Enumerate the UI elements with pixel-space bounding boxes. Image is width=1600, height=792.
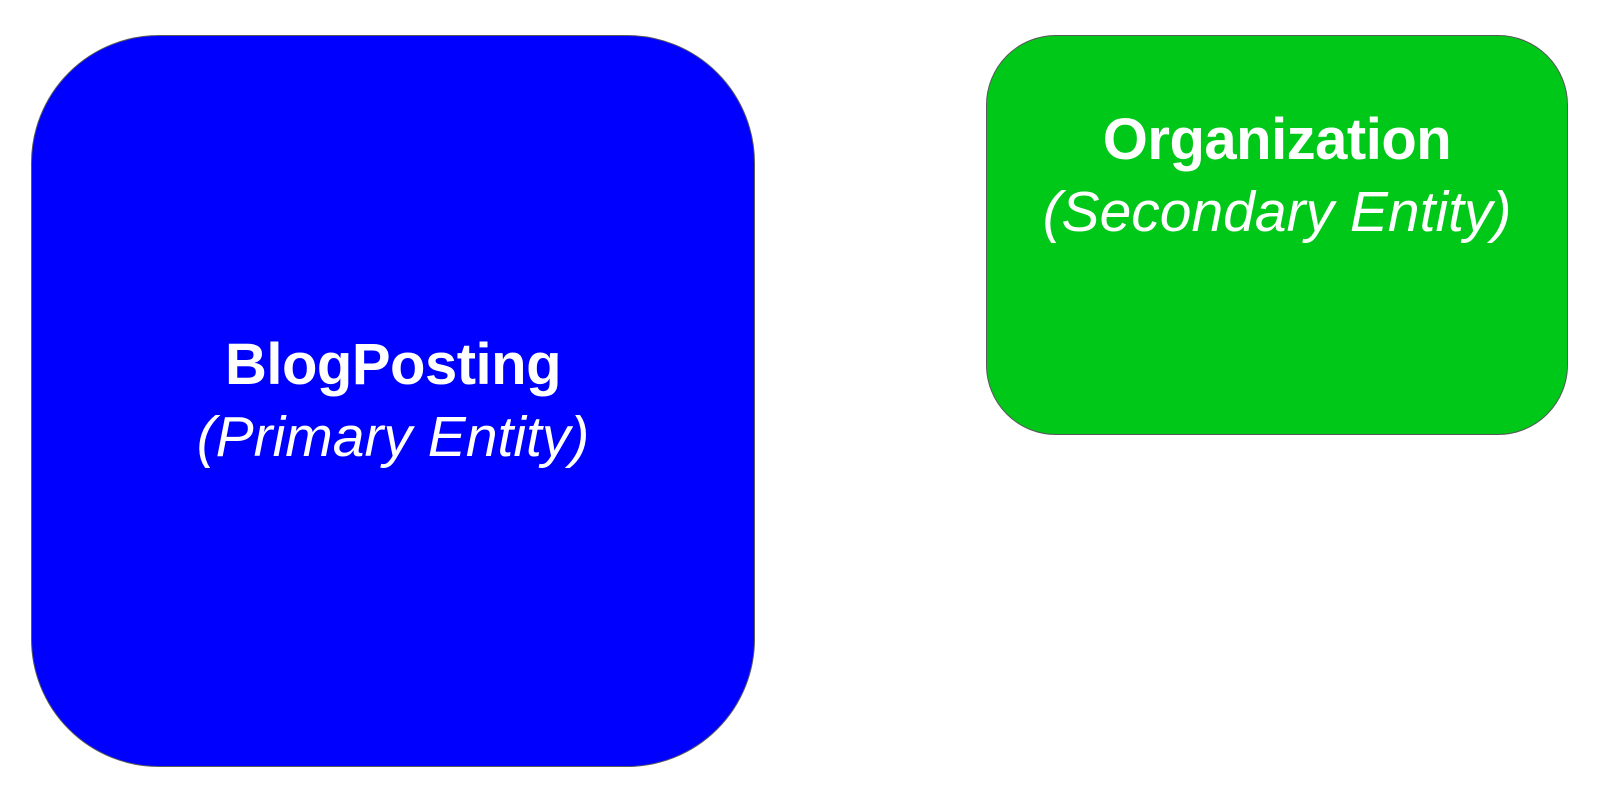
primary-entity-name: BlogPosting bbox=[224, 332, 562, 397]
primary-entity-role: (Primary Entity) bbox=[196, 405, 590, 469]
primary-entity-box: BlogPosting (Primary Entity) bbox=[31, 35, 755, 767]
secondary-entity-role: (Secondary Entity) bbox=[1042, 180, 1512, 244]
secondary-entity-box: Organization (Secondary Entity) bbox=[986, 35, 1568, 435]
secondary-entity-name: Organization bbox=[1102, 107, 1452, 172]
